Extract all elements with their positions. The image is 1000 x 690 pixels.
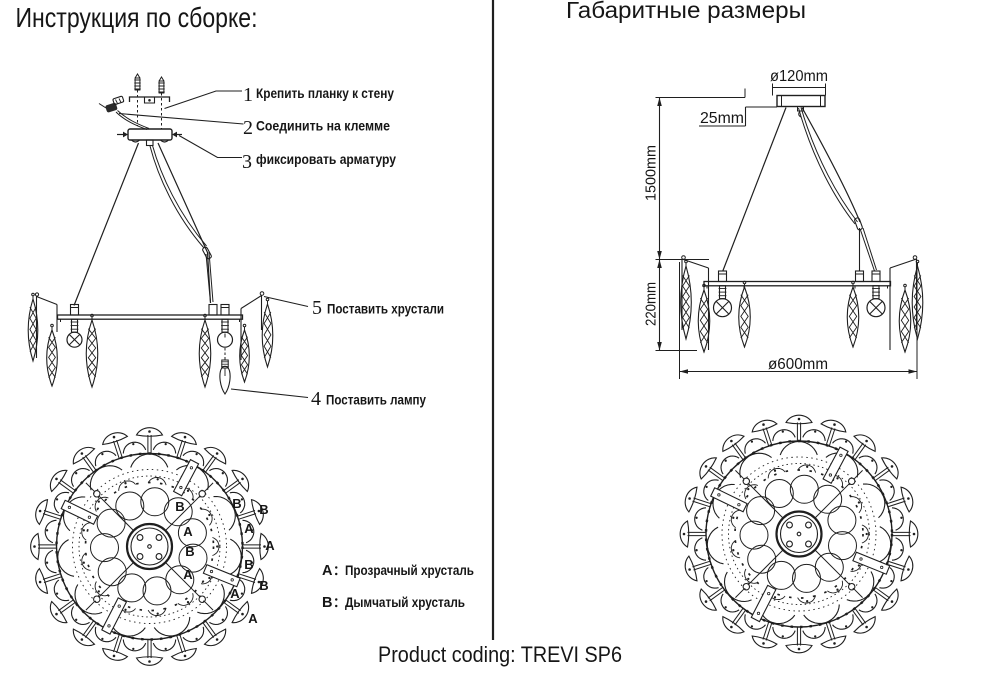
svg-text:A: A <box>230 586 240 601</box>
svg-text:B: B <box>175 499 184 514</box>
svg-text:1: 1 <box>243 84 253 106</box>
svg-text:Поставить хрустали: Поставить хрустали <box>327 301 444 317</box>
svg-text:Поставить лампу: Поставить лампу <box>326 392 426 408</box>
svg-text:B: B <box>185 544 194 559</box>
svg-text:Инструкция по сборке:: Инструкция по сборке: <box>16 2 258 33</box>
svg-text:B: B <box>259 502 268 517</box>
svg-text:ø600mm: ø600mm <box>768 356 828 373</box>
svg-text:5: 5 <box>312 297 322 319</box>
svg-text:B: B <box>322 595 332 611</box>
svg-text:Прозрачный хрусталь: Прозрачный хрусталь <box>345 562 474 578</box>
svg-text:B: B <box>244 557 253 572</box>
svg-text:A: A <box>183 524 193 539</box>
svg-text:3: 3 <box>242 151 252 173</box>
svg-text:25mm: 25mm <box>700 110 744 127</box>
svg-text:4: 4 <box>311 388 321 410</box>
svg-text:Габаритные размеры: Габаритные размеры <box>566 0 806 23</box>
svg-text:A: A <box>248 611 258 626</box>
svg-text:фиксировать арматуру: фиксировать арматуру <box>256 151 396 167</box>
svg-text:B: B <box>232 496 241 511</box>
svg-text:A: A <box>265 538 275 553</box>
svg-text:A: A <box>183 567 193 582</box>
svg-text:A: A <box>244 521 254 536</box>
svg-text:2: 2 <box>243 117 253 139</box>
svg-text:Product coding: TREVI SP6: Product coding: TREVI SP6 <box>378 642 622 667</box>
svg-text:Дымчатый хрусталь: Дымчатый хрусталь <box>345 594 465 610</box>
svg-text:A: A <box>322 563 333 579</box>
svg-text:：: ： <box>333 595 346 610</box>
svg-text:220mm: 220mm <box>643 282 660 326</box>
svg-text:Соединить на клемме: Соединить на клемме <box>256 118 390 134</box>
svg-text:1500mm: 1500mm <box>643 145 660 201</box>
svg-text:：: ： <box>333 563 346 578</box>
svg-text:ø120mm: ø120mm <box>770 68 828 85</box>
svg-text:B: B <box>259 578 268 593</box>
svg-text:Крепить планку к стену: Крепить планку к стену <box>256 85 394 101</box>
